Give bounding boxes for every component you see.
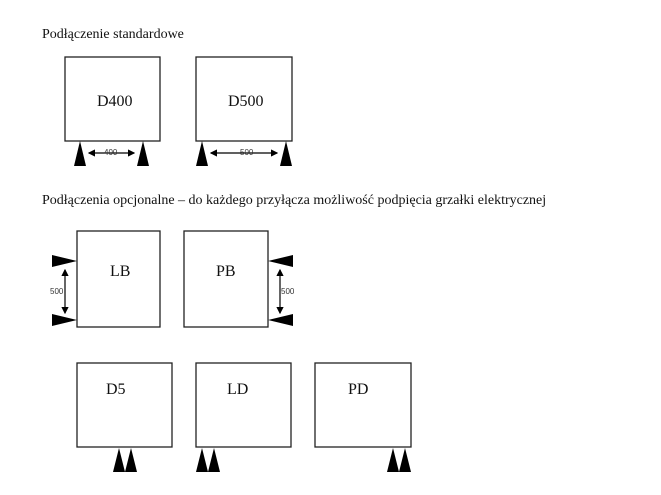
box-ld xyxy=(195,362,292,448)
label-ld: LD xyxy=(227,381,248,398)
box-lb xyxy=(76,230,161,328)
connector-top xyxy=(268,255,293,267)
unit-ld: LD xyxy=(195,362,292,472)
label-pd: PD xyxy=(348,381,368,398)
connector xyxy=(113,448,125,472)
connector xyxy=(208,448,220,472)
connector-right xyxy=(280,141,292,166)
box-d400 xyxy=(64,56,161,142)
unit-lb: LB 500 xyxy=(50,230,161,328)
connector-left xyxy=(196,141,208,166)
connector xyxy=(387,448,399,472)
dimension-500: 500 xyxy=(240,148,254,157)
unit-d500: D500 500 xyxy=(195,56,293,166)
dimension-500: 500 xyxy=(281,287,295,296)
label-lb: LB xyxy=(110,263,130,280)
box-pd xyxy=(314,362,412,448)
connector xyxy=(196,448,208,472)
box-d500 xyxy=(195,56,293,142)
connector-bottom xyxy=(52,314,77,326)
unit-pb: PB 500 xyxy=(183,230,295,328)
heading-optional: Podłączenia opcjonalne – do każdego przy… xyxy=(42,193,546,208)
box-d5 xyxy=(76,362,173,448)
connector-left xyxy=(74,141,86,166)
unit-d5: D5 xyxy=(76,362,173,472)
dimension-500: 500 xyxy=(50,287,64,296)
label-d400: D400 xyxy=(97,93,133,110)
dimension-400: 400 xyxy=(104,148,118,157)
heading-standard: Podłączenie standardowe xyxy=(42,27,184,42)
connector-top xyxy=(52,255,77,267)
connector xyxy=(399,448,411,472)
label-pb: PB xyxy=(216,263,236,280)
unit-pd: PD xyxy=(314,362,412,472)
label-d5: D5 xyxy=(106,381,126,398)
box-pb xyxy=(183,230,269,328)
unit-d400: D400 400 xyxy=(64,56,161,166)
connector xyxy=(125,448,137,472)
connector-bottom xyxy=(268,314,293,326)
label-d500: D500 xyxy=(228,93,264,110)
connector-right xyxy=(137,141,149,166)
